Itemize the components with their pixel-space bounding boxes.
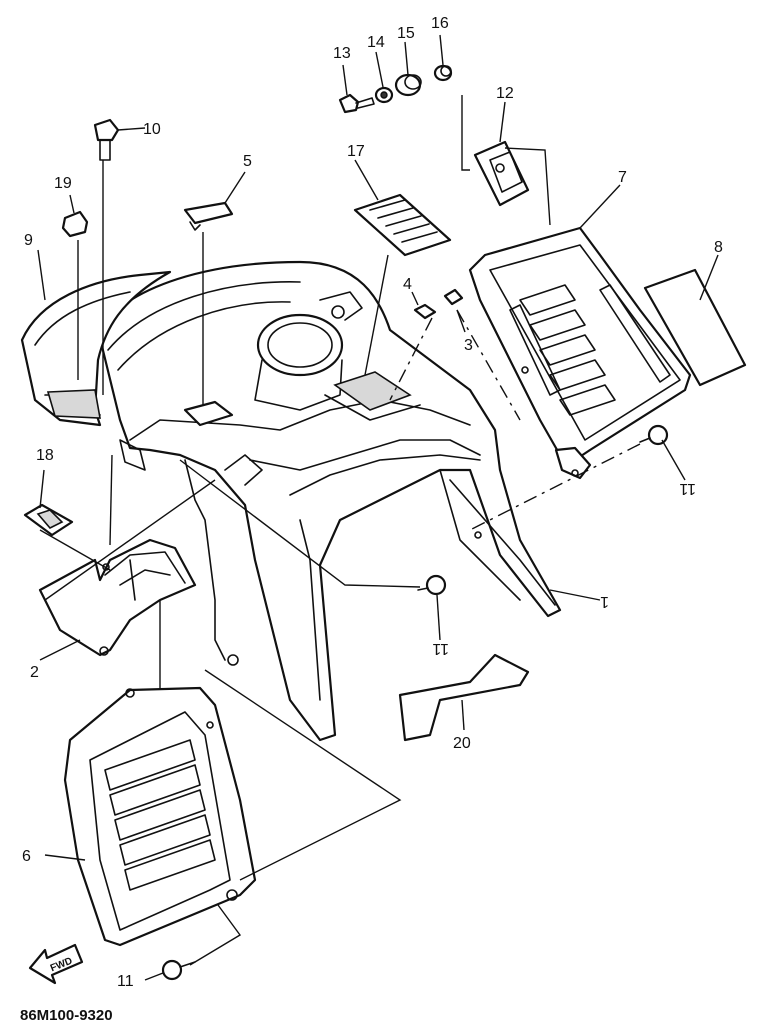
part-3-clip — [443, 288, 464, 306]
part-16-collar — [433, 64, 453, 82]
callout-11-right: 11 — [679, 480, 696, 497]
callout-13: 13 — [333, 45, 351, 62]
callout-17: 17 — [347, 143, 365, 160]
part-11-screw-a — [639, 424, 669, 446]
callout-14: 14 — [367, 34, 385, 51]
grille-louvers-left — [104, 739, 216, 891]
part-2-bracket — [38, 538, 197, 657]
grille-louvers-right — [509, 284, 671, 416]
callout-labels: 10 19 9 5 17 13 14 15 16 12 7 8 4 3 11 1… — [22, 15, 723, 990]
drawing-code: 86M100-9320 — [20, 1007, 113, 1024]
part-13-bolt — [338, 93, 375, 114]
part-19-grommet — [61, 210, 89, 238]
part-14-washer — [374, 86, 394, 104]
part-12-bracket — [473, 140, 530, 207]
part-10-bolt — [93, 118, 120, 161]
assembly-lines — [37, 34, 719, 981]
callout-18: 18 — [36, 447, 54, 464]
part-7-right-grille — [468, 226, 692, 480]
part-9-side-cover — [20, 270, 172, 427]
callout-16: 16 — [431, 15, 449, 32]
callout-11-center: 11 — [432, 640, 449, 657]
callout-11-bottom: 11 — [117, 973, 134, 990]
part-6-left-grille — [63, 686, 257, 947]
callout-3: 3 — [464, 337, 473, 354]
part-11-screw-c — [161, 959, 196, 981]
callout-19: 19 — [54, 175, 72, 192]
callout-5: 5 — [243, 153, 252, 170]
callout-10: 10 — [143, 121, 161, 138]
callout-12: 12 — [496, 85, 514, 102]
part-15-bushing — [394, 73, 422, 97]
callout-4: 4 — [403, 276, 412, 293]
callout-7: 7 — [618, 169, 627, 186]
callout-1: 1 — [600, 593, 609, 610]
part-18-plate — [23, 503, 74, 537]
callout-15: 15 — [397, 25, 415, 42]
part-17-label-plate — [353, 193, 452, 257]
part-5-clip — [183, 201, 234, 231]
part-1-front-cowl — [96, 260, 562, 742]
callout-9: 9 — [24, 232, 33, 249]
callout-20: 20 — [453, 735, 471, 752]
part-8-screen — [643, 268, 747, 387]
callout-2: 2 — [30, 664, 39, 681]
part-4-clip — [413, 303, 437, 320]
part-11-screw-b — [417, 574, 447, 596]
callout-8: 8 — [714, 239, 723, 256]
forward-arrow: FWD — [28, 943, 84, 985]
callout-6: 6 — [22, 848, 31, 865]
part-20-panel — [398, 653, 530, 742]
